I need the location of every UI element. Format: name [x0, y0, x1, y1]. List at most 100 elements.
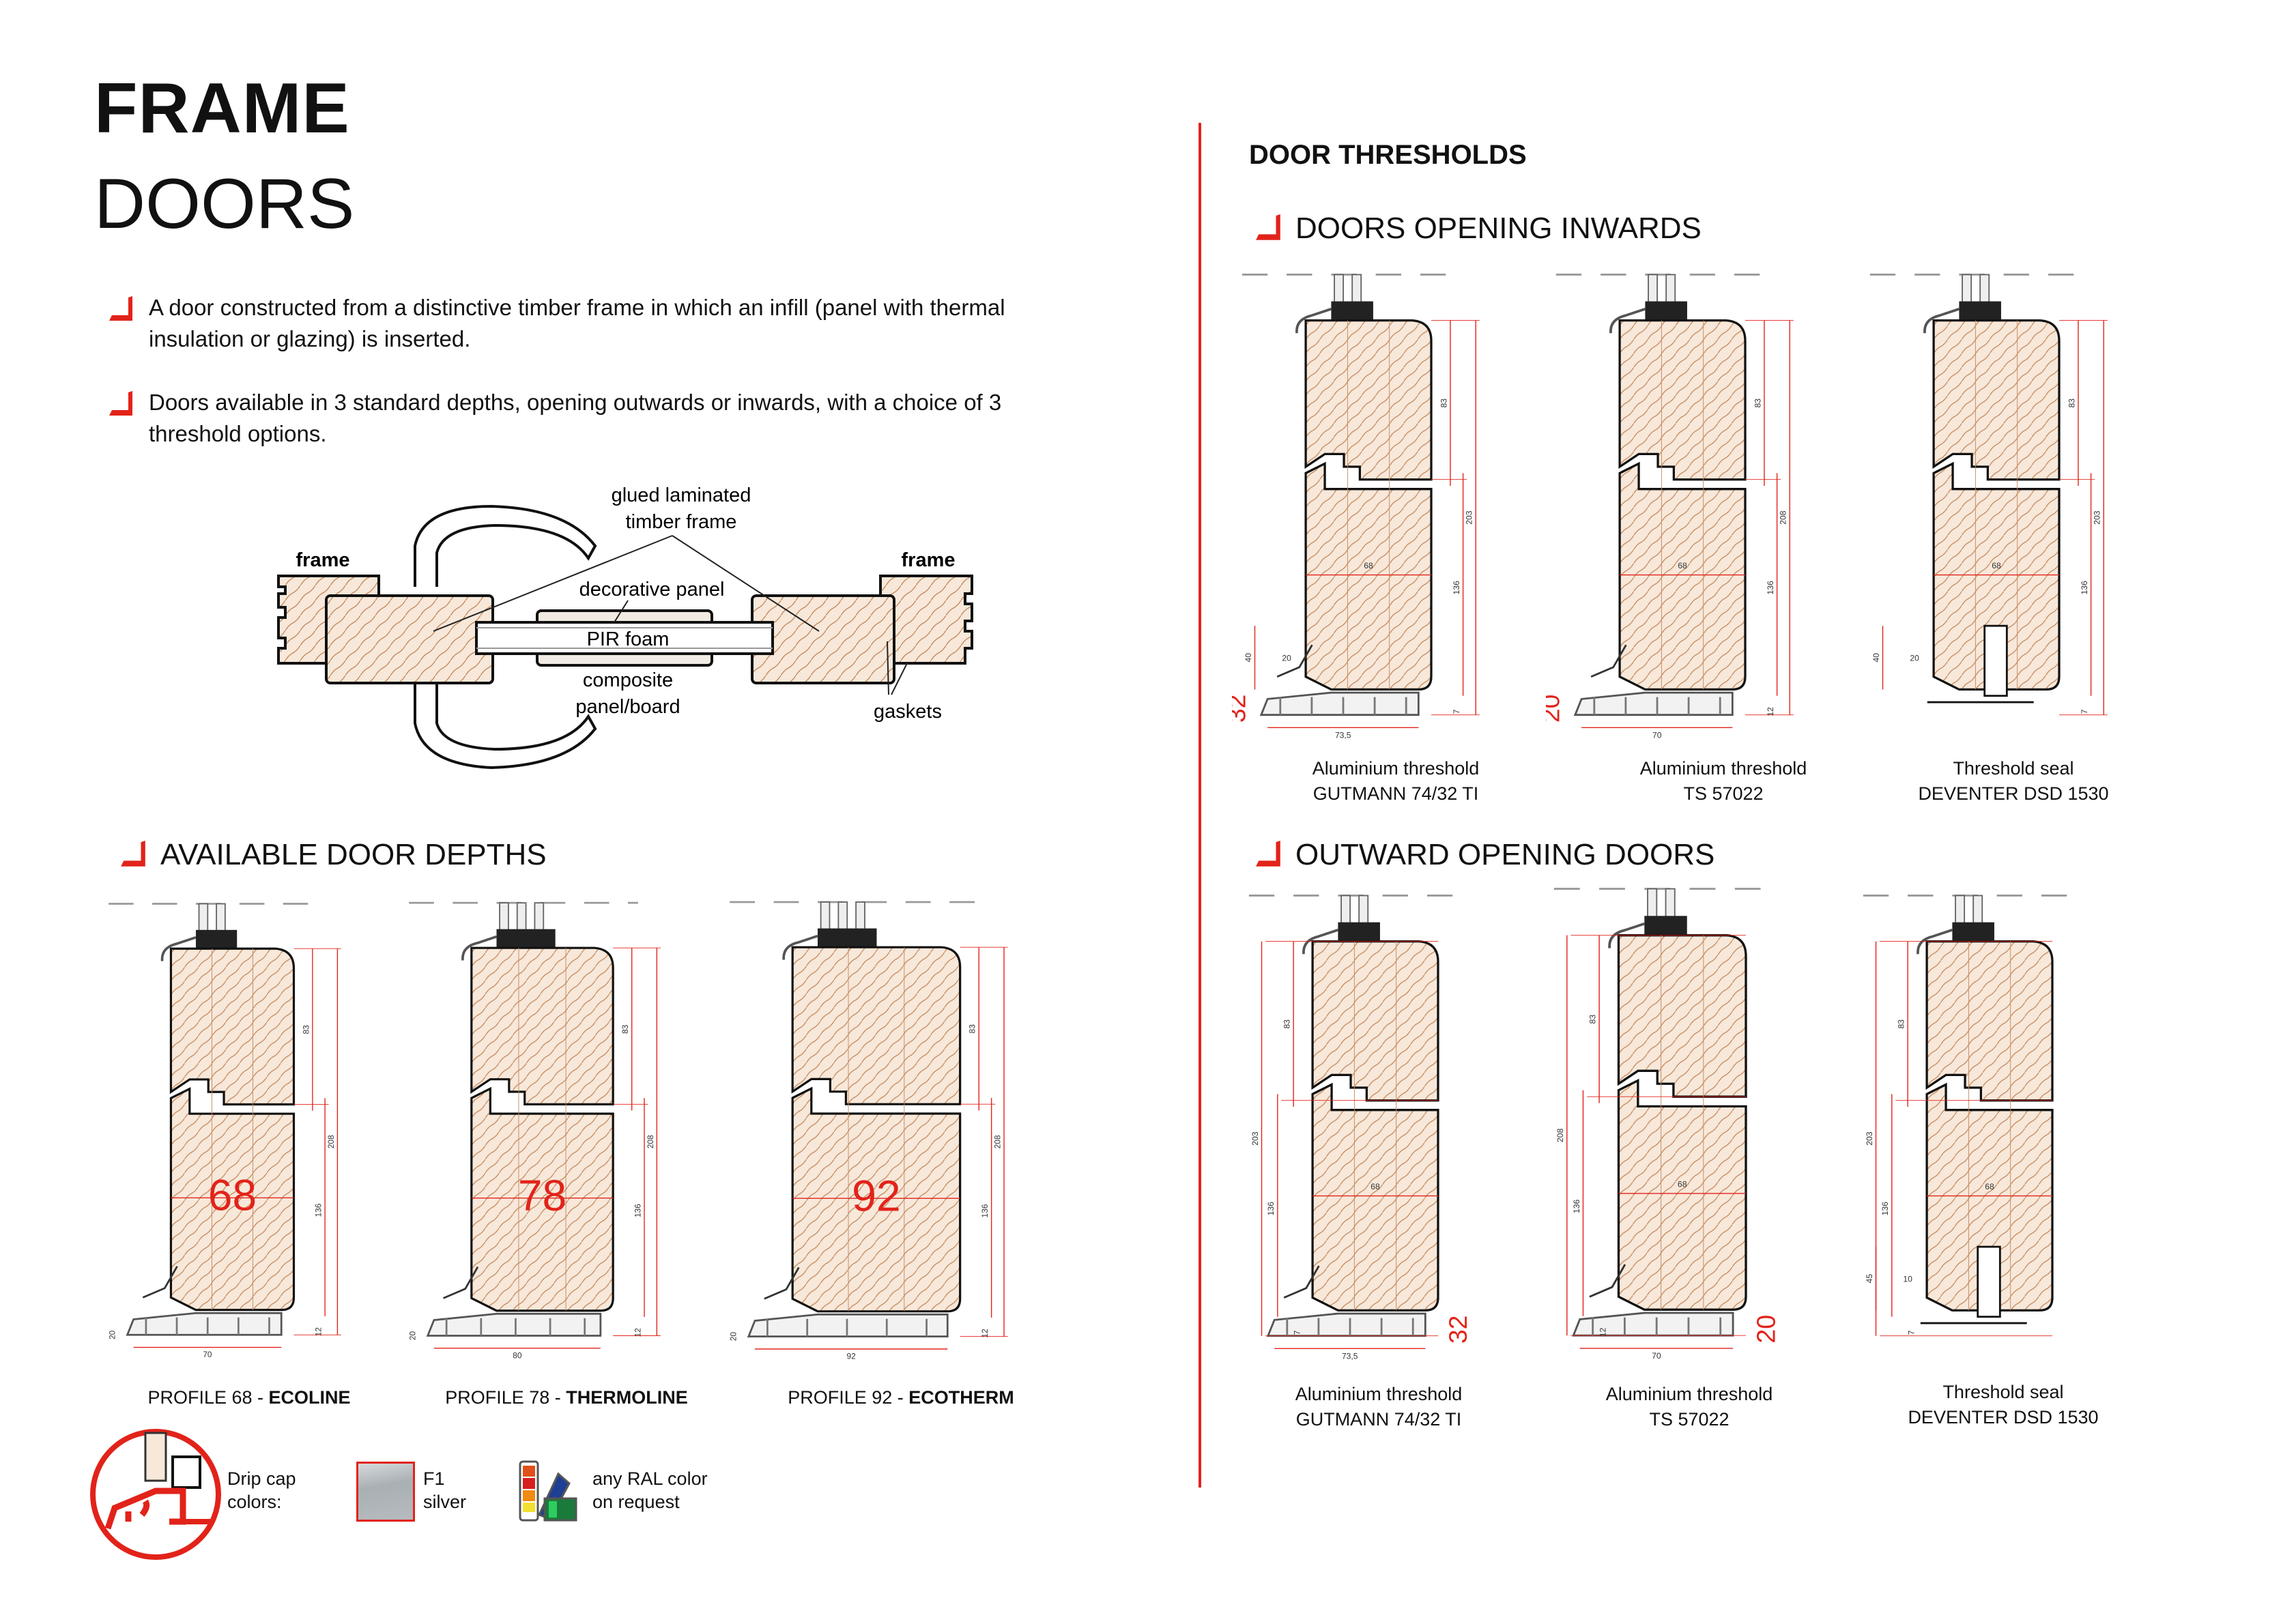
right-frame	[879, 575, 973, 665]
drip-cap	[1589, 1264, 1626, 1298]
dimension-label: 20	[1282, 653, 1291, 663]
depth-label: 68	[1678, 1180, 1687, 1189]
dimension-label: 203	[1465, 510, 1474, 524]
glazing-bead-cap	[1295, 308, 1332, 334]
caption-title: Aluminium threshold	[1295, 1384, 1463, 1404]
caption-title: Aluminium threshold	[1639, 758, 1807, 779]
caption-name: ECOTHERM	[908, 1387, 1014, 1408]
dimension-label: 7	[2080, 709, 2089, 714]
aluminium-threshold	[1266, 1312, 1426, 1337]
drip-cap-detail-icon	[90, 1429, 221, 1560]
dimension-label: 208	[1779, 510, 1788, 524]
glazing-bead-cap	[782, 934, 818, 960]
section-heading-depths: AVAILABLE DOOR DEPTHS	[119, 838, 547, 872]
depth-label: 68	[1985, 1182, 1994, 1191]
dimension-label: 12	[1598, 1327, 1608, 1337]
drip-cap-label-line: colors:	[227, 1492, 282, 1512]
caption-prefix: PROFILE 92 -	[788, 1387, 909, 1408]
glazing-bead-cap	[160, 936, 197, 961]
page-title: FRAME	[94, 69, 350, 148]
threshold-seal	[1983, 624, 2008, 697]
dimension-label: 40	[1244, 653, 1253, 663]
lower-sash-section	[470, 1086, 614, 1312]
depth-label: 68	[1678, 561, 1687, 570]
dimension-label: 203	[1250, 1131, 1260, 1145]
bullet-item: Doors available in 3 standard depths, op…	[108, 387, 1036, 450]
silver-code: F1	[423, 1468, 445, 1489]
silver-color-swatch[interactable]	[356, 1462, 415, 1522]
depth-label: 68	[1992, 561, 2001, 570]
dimension-label: 73,5	[1342, 1351, 1358, 1361]
upper-sash-section	[791, 946, 962, 1105]
aluminium-threshold	[1572, 1311, 1734, 1337]
label-glued-laminated: glued laminated	[612, 484, 751, 506]
caption-model: TS 57022	[1683, 783, 1764, 804]
dimension-label: 12	[633, 1328, 643, 1337]
dimension-label: 83	[1439, 398, 1448, 408]
upper-sash-section	[470, 946, 614, 1105]
label-composite: composite	[583, 669, 673, 691]
dimension-label: 7	[1906, 1330, 1916, 1335]
dimension-label: 83	[1897, 1019, 1906, 1029]
threshold-height-label: 20	[1546, 695, 1565, 723]
dimension-label: 136	[980, 1204, 990, 1217]
dimension-label: 208	[326, 1135, 336, 1148]
dimension-label: 20	[107, 1330, 117, 1339]
glazing-gasket	[818, 928, 877, 949]
aluminium-threshold	[1259, 691, 1420, 716]
ral-color-fan-icon[interactable]	[517, 1460, 580, 1523]
dimension-label: 136	[1572, 1200, 1581, 1214]
dimension-label: 136	[633, 1204, 643, 1217]
label-pir-foam: PIR foam	[587, 628, 670, 650]
label-frame-left: frame	[296, 549, 350, 571]
label-panel-board: panel/board	[575, 696, 680, 718]
glazing-bead-cap	[1923, 308, 1960, 334]
depth-label: 92	[852, 1172, 901, 1221]
glazing-gasket	[1331, 301, 1373, 322]
aluminium-threshold	[1573, 691, 1734, 716]
dimension-label: 70	[203, 1350, 212, 1359]
drip-cap	[142, 1266, 178, 1299]
caption-name: THERMOLINE	[566, 1387, 688, 1408]
dimension-label: 83	[1588, 1015, 1597, 1024]
depth-label: 68	[208, 1171, 257, 1220]
dimension-label: 20	[728, 1332, 738, 1342]
caption-title: Threshold seal	[1953, 758, 2074, 779]
drip-cap	[764, 1266, 800, 1300]
caption-model: DEVENTER DSD 1530	[1918, 783, 2109, 804]
threshold-height-label: 32	[1232, 695, 1251, 723]
corner-marker-icon	[109, 391, 132, 416]
leader-lines	[433, 535, 908, 695]
lower-sash-section	[169, 1087, 296, 1311]
glazing-gasket	[1959, 301, 2001, 322]
lower-sash-section	[1617, 1078, 1747, 1311]
corner-marker-icon	[121, 841, 145, 867]
dimension-label: 80	[513, 1351, 522, 1361]
label-frame-right: frame	[902, 549, 956, 571]
corner-marker-icon	[1256, 841, 1280, 867]
ral-label-line: any RAL color	[592, 1468, 708, 1489]
upper-sash-section	[1304, 319, 1433, 481]
dimension-label: 83	[620, 1024, 630, 1034]
upper-sash-section	[1617, 934, 1747, 1098]
dimension-label: 203	[1865, 1131, 1874, 1145]
section-heading-inward: DOORS OPENING INWARDS	[1254, 212, 1702, 246]
dimension-label: 70	[1652, 730, 1662, 740]
dimension-label: 136	[1452, 581, 1461, 594]
bullet-text: A door constructed from a distinctive ti…	[149, 295, 1005, 351]
lower-sash-section	[1932, 461, 2061, 691]
handle-bottom	[414, 682, 597, 770]
section-heading-text: DOORS OPENING INWARDS	[1295, 212, 1702, 245]
dimension-label: 12	[980, 1329, 990, 1338]
silver-name: silver	[423, 1492, 467, 1512]
glazing-gasket	[1645, 301, 1687, 322]
caption-title: Aluminium threshold	[1605, 1384, 1773, 1404]
dimension-label: 83	[301, 1025, 311, 1034]
drip-cap	[1590, 644, 1627, 678]
